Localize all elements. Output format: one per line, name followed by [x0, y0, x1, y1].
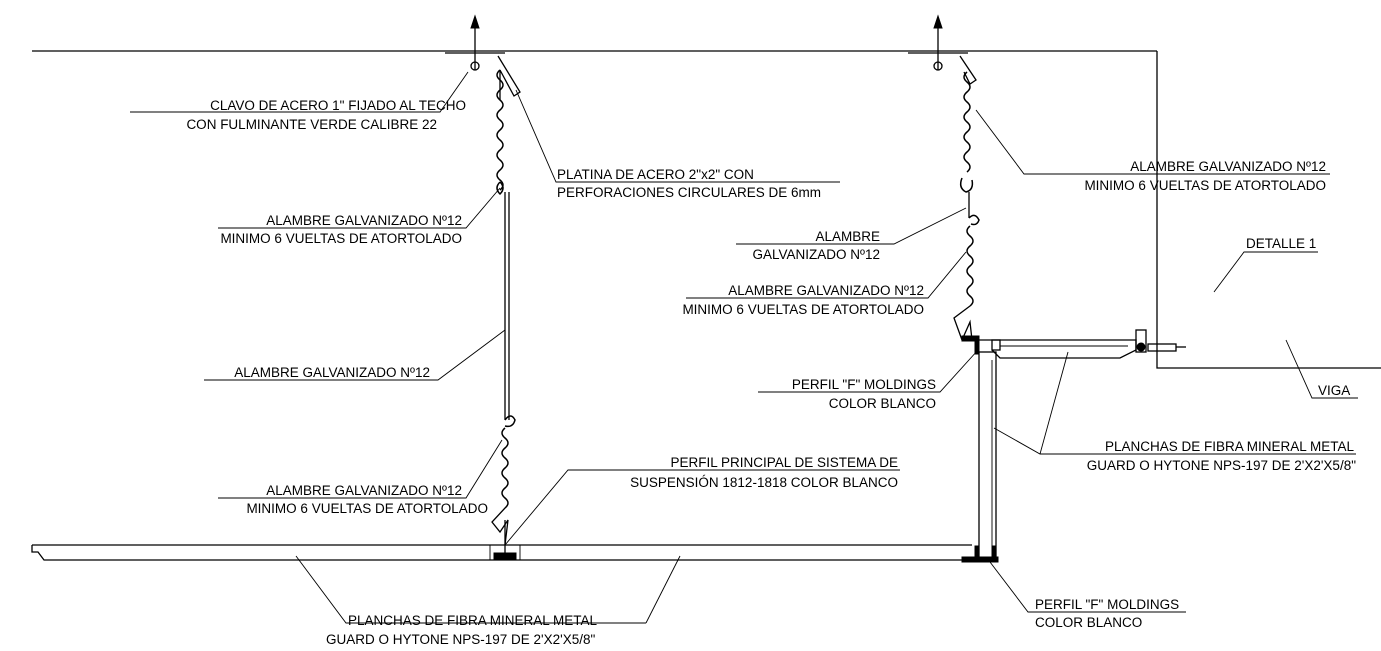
leader-planchas-bottom-right	[645, 555, 681, 624]
leader-perfil-principal	[504, 469, 900, 546]
wire-hook-left-top	[496, 181, 504, 196]
beam-outline	[1156, 51, 1381, 369]
ceiling-panel-left-edge	[31, 545, 972, 561]
leader-perfil-f-lower	[989, 561, 1186, 613]
angle-plate-right	[959, 55, 977, 85]
label-perfil-f-upper-line2: COLOR BLANCO	[829, 396, 936, 411]
twisted-wire-right-top	[963, 71, 971, 173]
leader-clavo	[130, 71, 469, 113]
corner-clip	[991, 339, 1001, 351]
nail-tip-left	[470, 14, 480, 29]
twisted-wire-right-low	[966, 225, 974, 307]
label-detalle: DETALLE 1	[1246, 236, 1316, 251]
leader-alambre-right-top	[975, 109, 1330, 175]
wire-hook-right-top	[959, 177, 974, 193]
label-clavo-line2: CON FULMINANTE VERDE CALIBRE 22	[186, 117, 437, 132]
beam-anchor-bolt	[1147, 343, 1177, 352]
label-alambre-left-bot-line1: ALAMBRE GALVANIZADO Nº12	[266, 483, 462, 498]
angle-plate-left	[497, 55, 521, 100]
label-alambre-right-mid-line2: GALVANIZADO Nº12	[753, 247, 880, 262]
label-perfil-principal-line1: PERFIL PRINCIPAL DE SISTEMA DE	[670, 455, 898, 470]
annotation-labels: CLAVO DE ACERO 1" FIJADO AL TECHO CON FU…	[186, 98, 1356, 647]
wire-end-loop-right	[953, 305, 973, 342]
label-planchas-bottom-line2: GUARD O HYTONE NPS-197 DE 2'X2'X5/8"	[326, 632, 595, 647]
label-planchas-right-line2: GUARD O HYTONE NPS-197 DE 2'X2'X5/8"	[1087, 458, 1356, 473]
label-perfil-f-upper-line1: PERFIL "F" MOLDINGS	[792, 377, 936, 392]
leader-planchas-bottom-left	[295, 555, 646, 624]
wire-hook-left-bot	[504, 415, 516, 428]
label-perfil-f-lower-line2: COLOR BLANCO	[1035, 615, 1142, 630]
wire-end-loop-left	[491, 507, 509, 546]
twisted-wire-left-top	[496, 69, 504, 191]
label-alambre-left-bot-line2: MINIMO 6 VUELTAS DE ATORTOLADO	[246, 501, 488, 516]
label-alambre-right-low-line2: MINIMO 6 VUELTAS DE ATORTOLADO	[682, 302, 924, 317]
label-platina-line2: PERFORACIONES CIRCULARES DE 6mm	[557, 185, 821, 200]
leader-alambre-left-mid	[204, 329, 506, 381]
beam-angle-bracket	[1135, 329, 1147, 353]
label-alambre-left-mid: ALAMBRE GALVANIZADO Nº12	[234, 365, 430, 380]
label-alambre-left-top-line1: ALAMBRE GALVANIZADO Nº12	[266, 213, 462, 228]
vertical-fiber-panel	[978, 351, 997, 561]
horizontal-fiber-panel	[972, 339, 1137, 359]
beam-fastener	[1136, 342, 1146, 352]
leader-detalle	[1213, 251, 1318, 293]
leader-lines	[130, 71, 1358, 624]
wire-hook-right-mid	[968, 214, 980, 226]
structure-outlines	[31, 50, 1381, 561]
nail-washer-left	[470, 61, 480, 71]
label-perfil-f-lower-line1: PERFIL "F" MOLDINGS	[1035, 597, 1179, 612]
leader-planchas-right-up	[1039, 351, 1069, 455]
leader-alambre-left-bot	[218, 439, 503, 499]
nail-washer-right	[933, 61, 943, 71]
label-viga: VIGA	[1318, 383, 1350, 398]
right-hanger	[908, 14, 1186, 563]
main-profile-left	[493, 552, 517, 560]
leader-alambre-right-low	[686, 251, 967, 299]
leader-viga	[1285, 339, 1358, 399]
leader-alambre-right-mid	[736, 207, 967, 245]
label-alambre-right-top-line1: ALAMBRE GALVANIZADO Nº12	[1130, 159, 1326, 174]
label-perfil-principal-line2: SUSPENSIÓN 1812-1818 COLOR BLANCO	[630, 475, 898, 490]
twisted-wire-left-bot	[501, 427, 509, 509]
left-hanger	[445, 14, 521, 560]
f-molding-lower-stem	[974, 545, 980, 561]
f-molding-lower-stem-2	[991, 545, 997, 561]
label-planchas-right-line1: PLANCHAS DE FIBRA MINERAL METAL	[1105, 439, 1355, 454]
label-alambre-right-mid-line1: ALAMBRE	[815, 229, 880, 244]
leader-platina	[515, 89, 840, 183]
label-alambre-right-low-line1: ALAMBRE GALVANIZADO Nº12	[728, 283, 924, 298]
label-platina-line1: PLATINA DE ACERO 2"x2" CON	[557, 167, 754, 182]
nail-tip-right	[933, 14, 943, 29]
f-molding-lower	[961, 556, 999, 563]
label-alambre-right-top-line2: MINIMO 6 VUELTAS DE ATORTOLADO	[1084, 178, 1326, 193]
label-alambre-left-top-line2: MINIMO 6 VUELTAS DE ATORTOLADO	[220, 231, 462, 246]
label-clavo-line1: CLAVO DE ACERO 1" FIJADO AL TECHO	[210, 98, 466, 113]
f-molding-upper-stem	[974, 335, 980, 355]
leader-perfil-f-upper	[758, 349, 979, 393]
label-planchas-bottom-line1: PLANCHAS DE FIBRA MINERAL METAL	[348, 613, 598, 628]
leader-alambre-left-top	[218, 187, 501, 229]
